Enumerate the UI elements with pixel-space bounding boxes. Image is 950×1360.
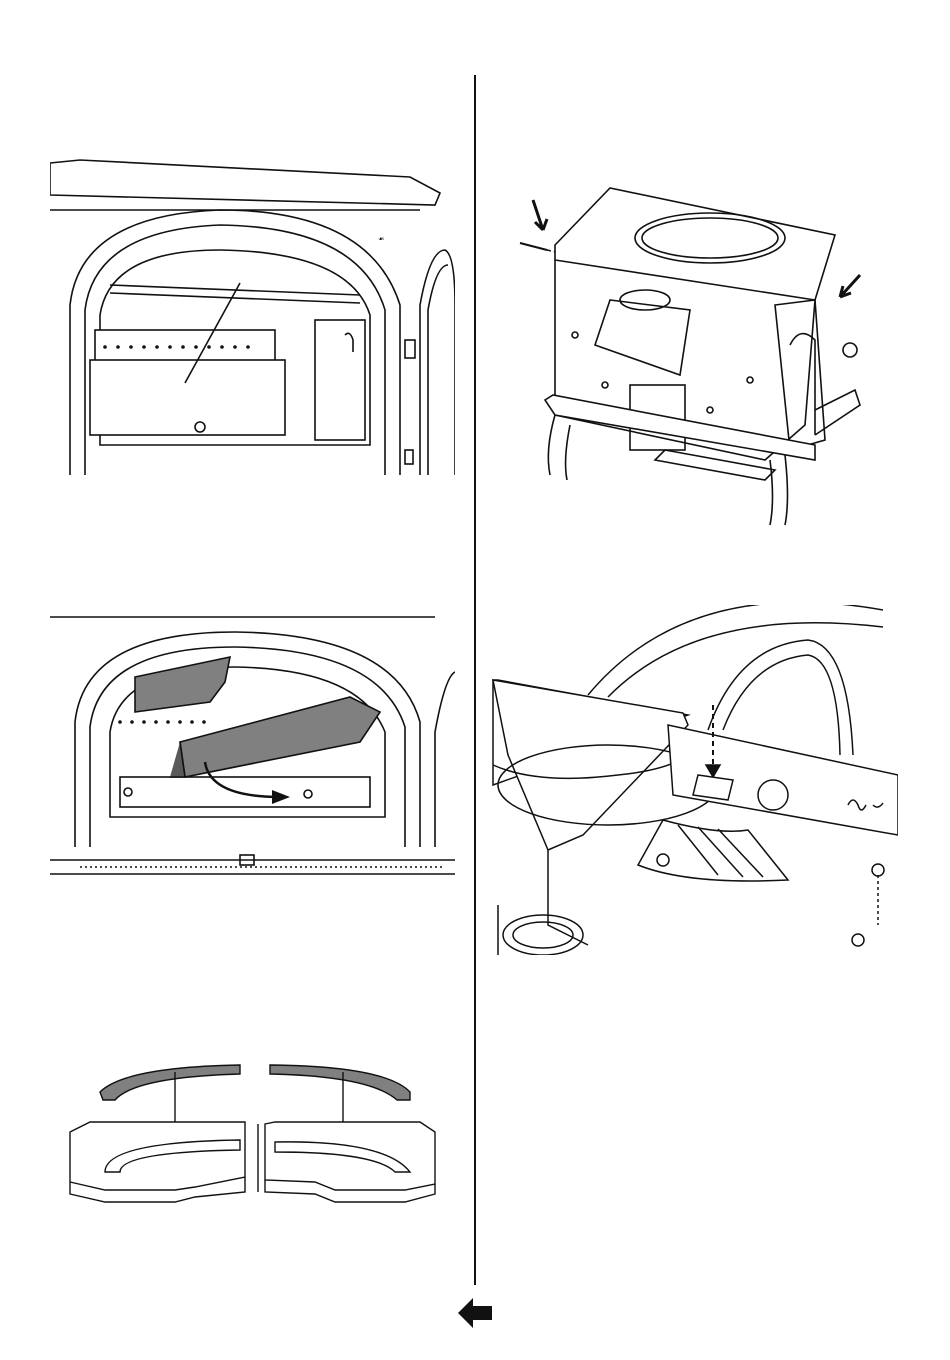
stove-exterior-figure xyxy=(515,180,875,535)
svg-text:☙: ☙ xyxy=(378,236,384,243)
liner-plates-figure xyxy=(65,1062,445,1207)
stove-exterior-illustration xyxy=(515,180,875,535)
top-plate-illustration xyxy=(488,605,898,955)
arrow-left-icon xyxy=(458,1298,494,1328)
liner-plates-illustration xyxy=(65,1062,445,1207)
back-arrow-button[interactable] xyxy=(458,1298,494,1328)
baffle-removal-figure xyxy=(50,612,455,894)
arrow-down-left-icon xyxy=(840,275,860,297)
arrow-down-right-icon xyxy=(533,200,547,230)
stove-firebox-figure: ☙ xyxy=(50,155,455,477)
column-divider xyxy=(474,75,476,1285)
baffle-removal-illustration xyxy=(50,612,455,894)
stove-firebox-illustration: ☙ xyxy=(50,155,455,477)
top-plate-figure xyxy=(488,605,898,955)
